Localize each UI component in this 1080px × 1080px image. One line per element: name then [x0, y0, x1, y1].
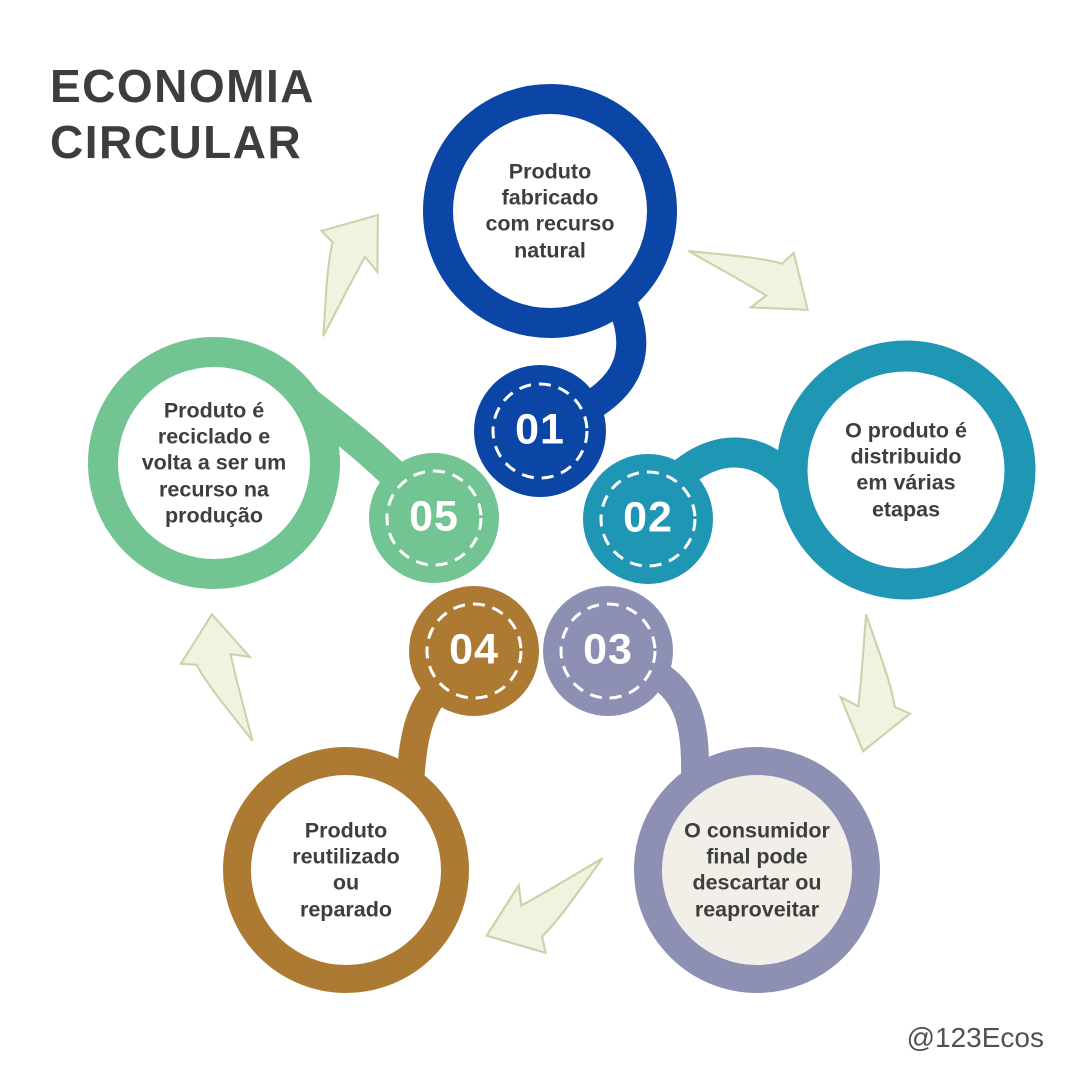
step-02-label: O produto é distribuido em várias etapas — [845, 418, 967, 522]
step-05-number: 05 — [409, 492, 459, 541]
step-01-dashed-ring — [491, 382, 589, 480]
step-02-dashed-ring — [599, 470, 697, 568]
step-03-ring — [634, 747, 880, 993]
arrow-05-to-01-icon — [270, 192, 407, 340]
step-04-number: 04 — [449, 625, 499, 674]
step-02-bubble-fill — [807, 371, 1005, 569]
step-03-number: 03 — [583, 625, 633, 674]
step-03-bubble-fill — [662, 775, 852, 965]
arrow-03-to-04-icon — [473, 854, 628, 971]
step-03-group — [543, 586, 880, 993]
arrow-04-to-05-icon — [176, 610, 257, 747]
step-01-ring — [423, 84, 677, 338]
step-04-label: Produto reutilizado ou reparado — [292, 818, 400, 922]
step-03-label: O consumidor final pode descartar ou rea… — [684, 818, 830, 922]
step-01-number: 01 — [515, 405, 565, 454]
step-05-bubble-fill — [117, 366, 311, 560]
step-05-dashed-ring — [385, 469, 483, 567]
step-01-label: Produto fabricado com recurso natural — [485, 159, 615, 263]
step-05-label: Produto é reciclado e volta a ser um rec… — [141, 398, 287, 528]
step-04-group — [223, 586, 539, 993]
page-title: ECONOMIA CIRCULAR — [50, 60, 315, 169]
step-05-group — [88, 337, 499, 589]
step-04-bubble-fill — [251, 775, 441, 965]
step-02-group — [583, 340, 1036, 600]
step-02-ring — [776, 340, 1036, 600]
credit-handle: @123Ecos — [906, 1022, 1044, 1053]
arrow-01-to-02-icon — [685, 199, 831, 338]
step-05-ring — [88, 337, 340, 589]
arrow-02-to-03-icon — [827, 612, 933, 762]
step-01-bubble-fill — [453, 114, 647, 308]
step-02-number: 02 — [623, 493, 673, 542]
step-04-dashed-ring — [425, 602, 523, 700]
step-03-dashed-ring — [559, 602, 657, 700]
step-01-group — [423, 84, 677, 497]
step-04-ring — [223, 747, 469, 993]
